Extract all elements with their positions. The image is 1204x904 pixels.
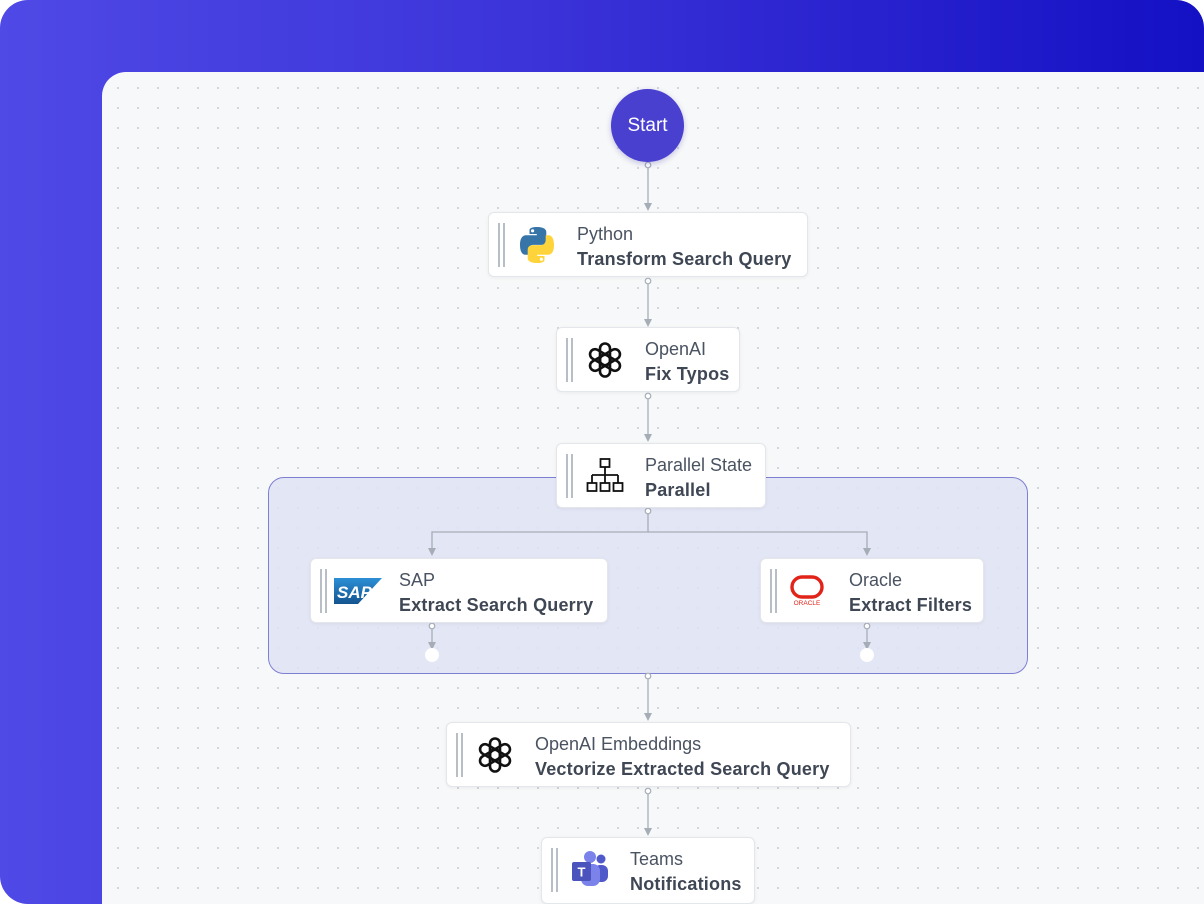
node-service-label: Parallel State: [645, 455, 753, 475]
drag-handle[interactable]: [551, 848, 558, 892]
oracle-branch-end[interactable]: [860, 648, 874, 662]
openai-logo-icon: [583, 340, 627, 380]
hierarchy-icon: [583, 456, 627, 496]
node-parallel-state[interactable]: Parallel State Parallel: [556, 443, 766, 508]
oracle-logo-icon: ORACLE: [785, 571, 829, 611]
sap-branch-end[interactable]: [425, 648, 439, 662]
drag-handle[interactable]: [770, 569, 777, 613]
drag-handle[interactable]: [566, 454, 573, 498]
node-service-label: Teams: [630, 849, 684, 869]
drag-handle[interactable]: [566, 338, 573, 382]
node-service-label: OpenAI Embeddings: [535, 734, 702, 754]
node-title: Extract Search Querry: [399, 595, 594, 615]
teams-logo-text: T: [578, 865, 586, 880]
node-python[interactable]: Python Transform Search Query: [488, 212, 808, 277]
node-title: Notifications: [630, 874, 742, 894]
oracle-logo-text: ORACLE: [794, 600, 821, 607]
node-title: Parallel: [645, 480, 711, 500]
drag-handle[interactable]: [320, 569, 327, 613]
start-node[interactable]: Start: [611, 89, 684, 162]
node-service-label: Python: [577, 224, 634, 244]
node-openai-fix-typos[interactable]: OpenAI Fix Typos: [556, 327, 740, 392]
node-service-label: SAP: [399, 570, 436, 590]
start-label: Start: [627, 114, 668, 136]
node-service-label: Oracle: [849, 570, 903, 590]
sap-logo-icon: SAP: [333, 571, 383, 611]
node-title: Fix Typos: [645, 364, 730, 384]
node-title: Transform Search Query: [577, 249, 792, 269]
drag-handle[interactable]: [456, 733, 463, 777]
openai-logo-icon: [473, 735, 517, 775]
node-sap[interactable]: SAP SAP Extract Search Querry: [310, 558, 608, 623]
node-service-label: OpenAI: [645, 339, 707, 359]
node-oracle[interactable]: ORACLE Oracle Extract Filters: [760, 558, 984, 623]
node-title: Vectorize Extracted Search Query: [535, 759, 830, 779]
teams-logo-icon: T: [568, 850, 612, 890]
node-title: Extract Filters: [849, 595, 973, 615]
drag-handle[interactable]: [498, 223, 505, 267]
python-logo-icon: [515, 225, 559, 265]
node-openai-embeddings[interactable]: OpenAI Embeddings Vectorize Extracted Se…: [446, 722, 851, 787]
node-teams[interactable]: T Teams Notifications: [541, 837, 755, 904]
sap-logo-text: SAP: [337, 583, 373, 602]
